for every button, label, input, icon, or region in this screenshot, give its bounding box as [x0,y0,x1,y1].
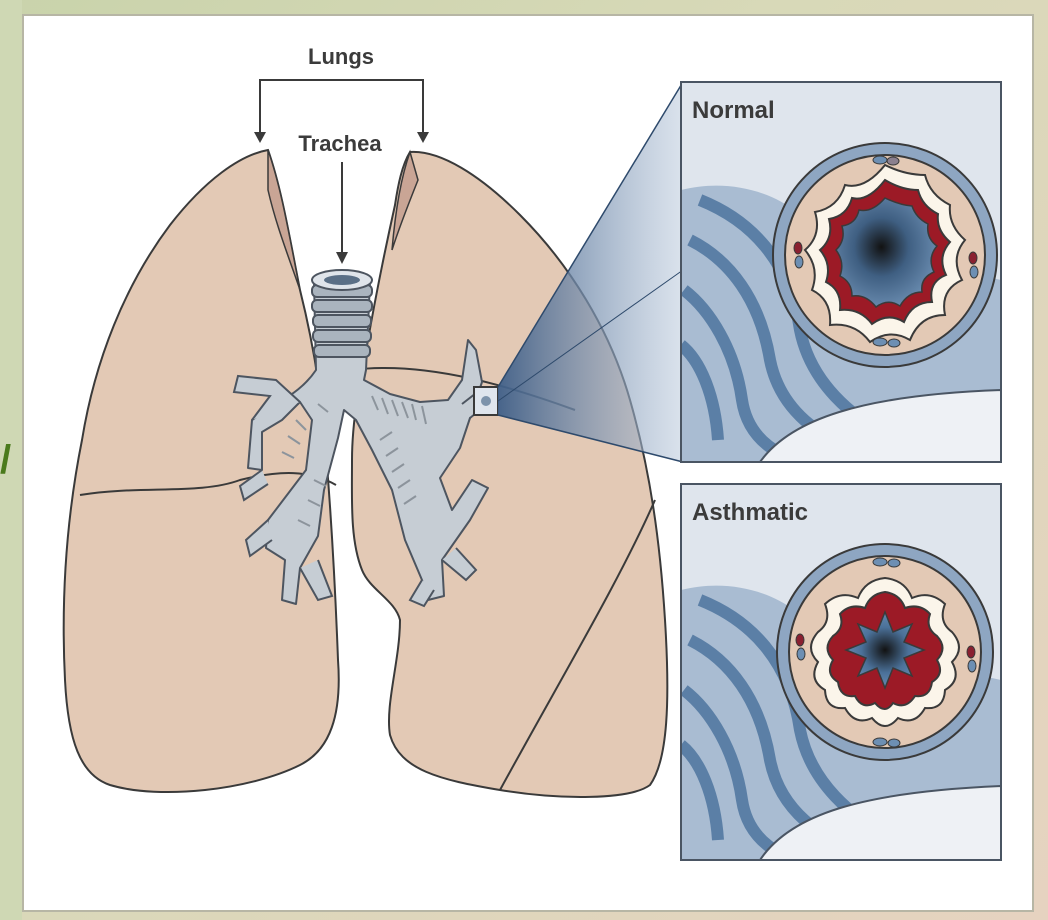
normal-inset [681,82,1001,466]
normal-label: Normal [692,97,775,124]
asthmatic-label: Asthmatic [692,499,808,526]
left-lung [64,150,339,792]
lungs-label: Lungs [308,44,374,69]
trachea-label: Trachea [298,131,382,156]
lungs-bracket [260,80,423,135]
asthmatic-inset [681,484,1001,866]
